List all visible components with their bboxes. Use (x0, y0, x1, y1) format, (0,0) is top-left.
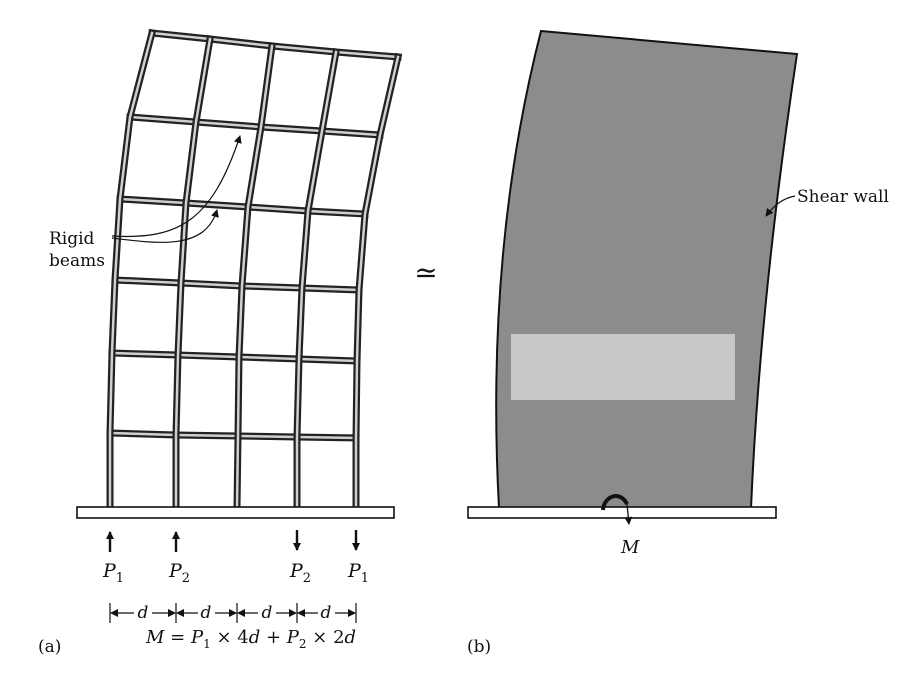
load-arrows (106, 530, 360, 552)
moment-label: M (620, 537, 640, 558)
panel-a-caption: (a) (38, 637, 61, 657)
base-moment-arrow-tail (624, 503, 633, 525)
frame-column-4-outline (352, 52, 403, 511)
load-label-0: P1 (102, 560, 124, 586)
frame-structure (106, 28, 403, 511)
spacing-label-1: d (201, 603, 212, 623)
frame-column-0 (108, 31, 154, 509)
frame-column-2 (235, 44, 274, 509)
frame-beam-1 (128, 115, 382, 137)
frame-column-3 (295, 50, 338, 509)
rigid-beams-label-line1: Rigid (49, 229, 95, 249)
moment-equation: M = P1 × 4d + P2 × 2d (145, 627, 356, 651)
wall-base-plate (467, 506, 777, 519)
frame-columns (106, 28, 403, 511)
spacing-dimension (109, 603, 357, 623)
shear-wall (495, 29, 799, 509)
spacing-label-2: d (262, 603, 273, 623)
frame-column-1 (174, 37, 212, 509)
spacing-label-0: d (138, 603, 149, 623)
shear-wall-label: Shear wall (797, 187, 889, 207)
shear-wall-highlight-band (511, 334, 735, 400)
shear-wall-leader (765, 195, 796, 217)
approx-symbol: ≃ (414, 256, 437, 289)
frame-base-plate (76, 506, 395, 519)
leader-upper (111, 135, 242, 238)
load-label-1: P2 (168, 560, 190, 586)
rigid-beams-label-line2: beams (49, 251, 105, 271)
frame-column-4 (354, 55, 400, 509)
spacing-label-3: d (321, 603, 332, 623)
panel-b-caption: (b) (467, 637, 491, 657)
load-label-3: P1 (347, 560, 369, 586)
load-label-2: P2 (289, 560, 311, 586)
rigid-beams-leaders (111, 135, 242, 243)
leader-lower (111, 209, 219, 243)
frame-beam-2 (118, 197, 367, 216)
base-moment-arrow (601, 494, 629, 511)
